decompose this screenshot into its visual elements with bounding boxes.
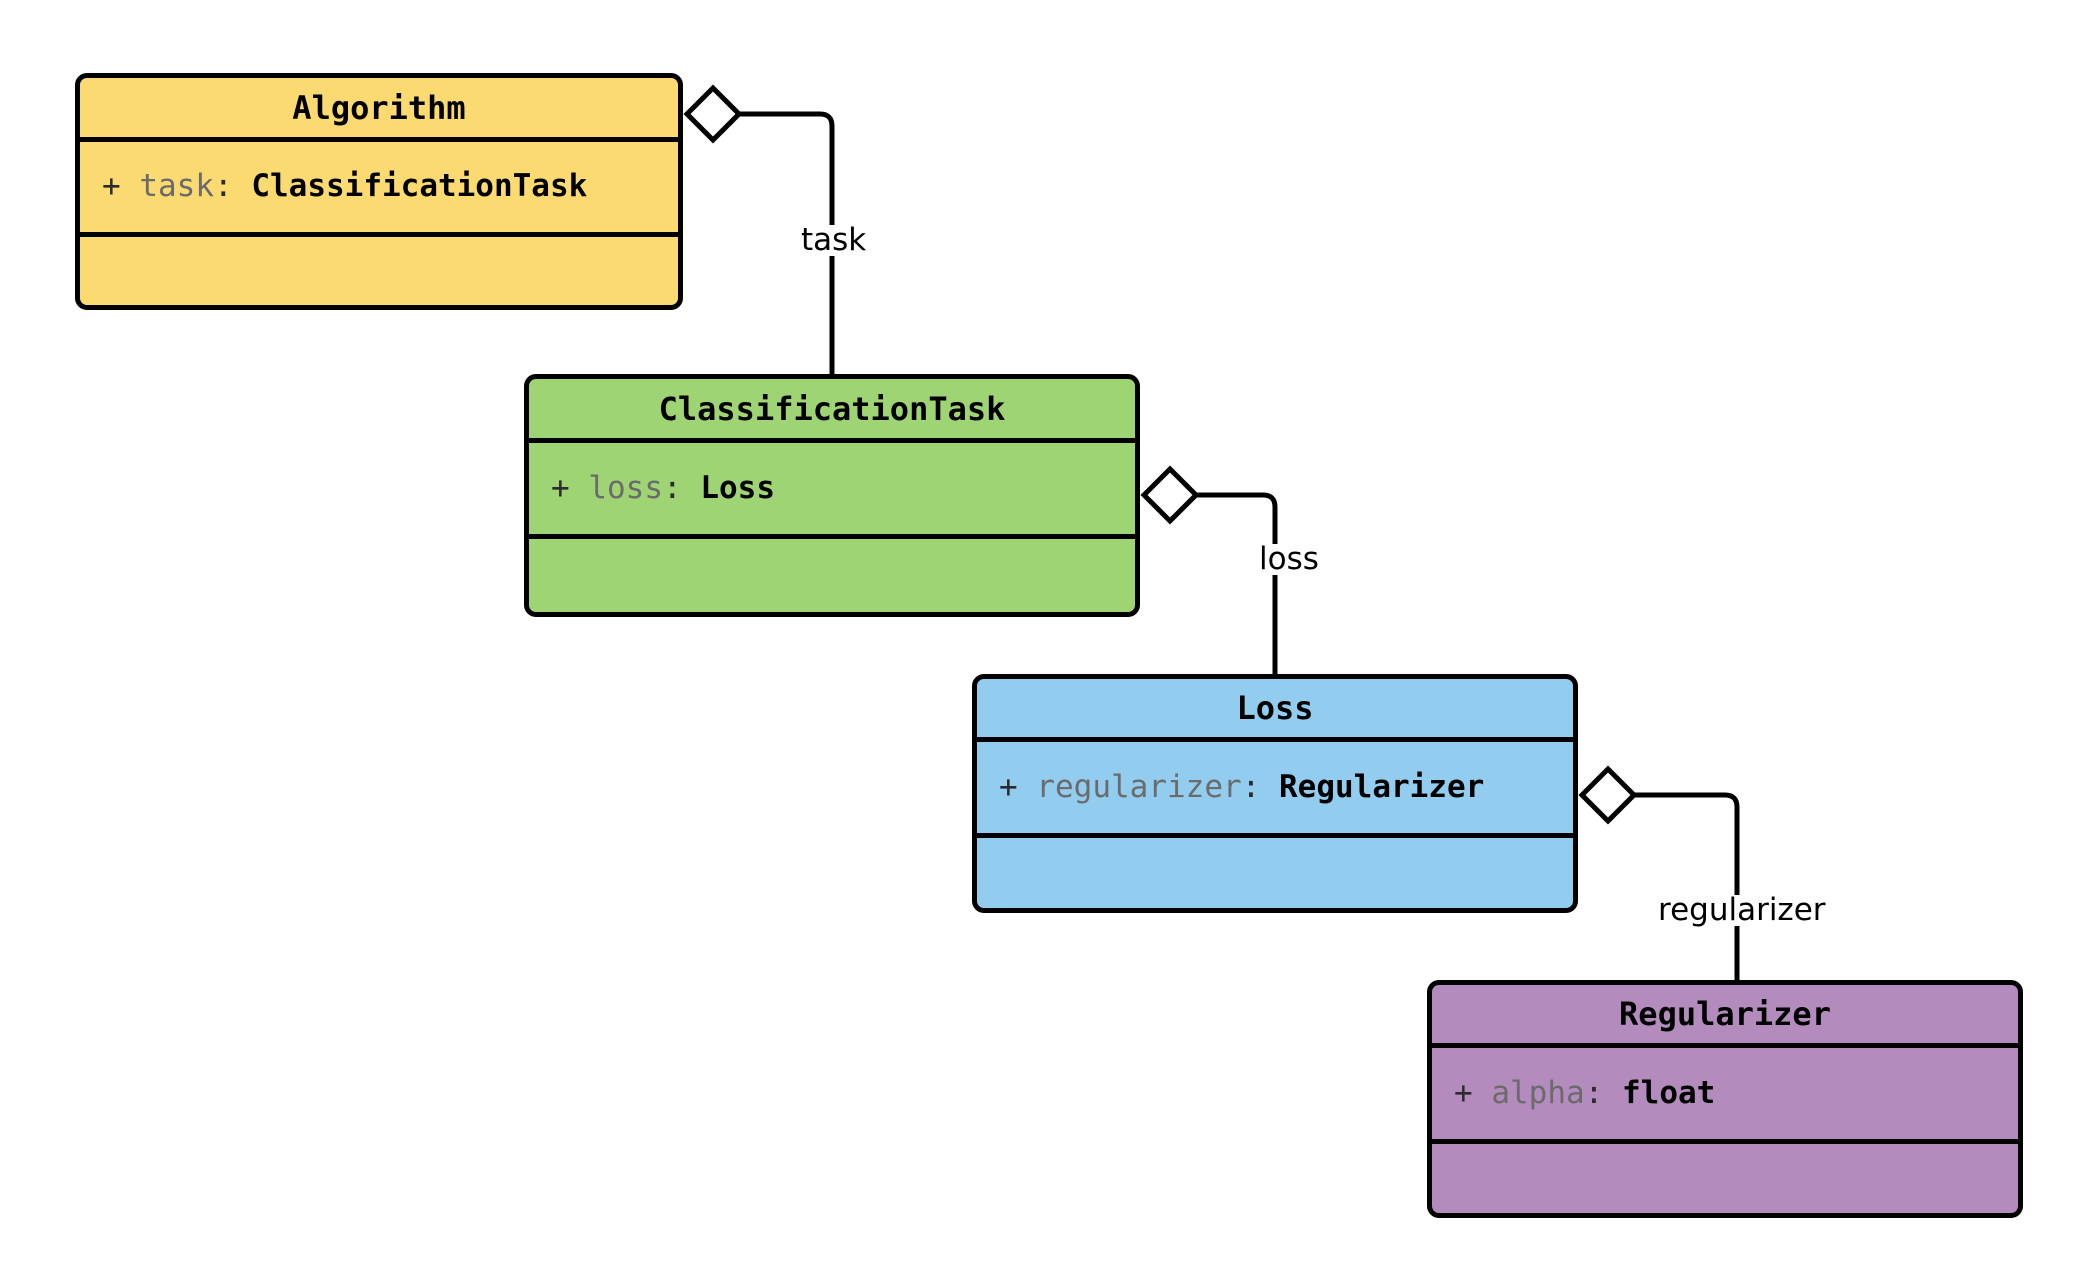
attribute-type: Regularizer (1279, 768, 1485, 805)
attribute-name: regularizer (1036, 768, 1242, 805)
class-box-regularizer[interactable]: Regularizer + alpha: float (1427, 980, 2023, 1218)
class-attributes-loss: + regularizer: Regularizer (977, 742, 1573, 838)
relationship-label-loss-regularizer: regularizer (1655, 895, 1829, 926)
class-attributes-classificationtask: + loss: Loss (529, 443, 1135, 539)
class-attributes-regularizer: + alpha: float (1432, 1048, 2018, 1144)
class-methods-algorithm (80, 237, 678, 305)
class-methods-regularizer (1432, 1144, 2018, 1213)
attribute-colon: : (1241, 768, 1261, 805)
class-box-algorithm[interactable]: Algorithm + task: ClassificationTask (75, 73, 683, 310)
attribute-type: ClassificationTask (251, 168, 588, 205)
relationship-label-algorithm-task: task (798, 225, 870, 256)
class-name-loss: Loss (977, 679, 1573, 742)
relationship-line-classificationtask-loss[interactable] (1196, 492, 1278, 674)
class-name-classificationtask: ClassificationTask (529, 379, 1135, 443)
class-methods-loss (977, 838, 1573, 908)
attribute-visibility: + (999, 768, 1018, 805)
attribute-type: float (1622, 1074, 1716, 1111)
relationship-label-classificationtask-loss: loss (1256, 544, 1322, 575)
class-methods-classificationtask (529, 539, 1135, 612)
attribute-row: + loss: Loss (551, 468, 1135, 510)
attribute-colon: : (1584, 1074, 1604, 1111)
attribute-visibility: + (551, 469, 570, 506)
attribute-type: Loss (700, 469, 775, 506)
class-name-algorithm: Algorithm (80, 78, 678, 142)
attribute-row: + task: ClassificationTask (102, 166, 678, 208)
attribute-name: alpha (1491, 1074, 1585, 1111)
aggregation-diamond-classificationtask-loss[interactable] (1140, 465, 1200, 525)
attribute-row: + regularizer: Regularizer (999, 767, 1573, 809)
attribute-visibility: + (102, 168, 121, 205)
relationship-line-algorithm-task[interactable] (739, 111, 835, 374)
class-attributes-algorithm: + task: ClassificationTask (80, 142, 678, 237)
attribute-name: loss (588, 469, 663, 506)
class-name-regularizer: Regularizer (1432, 985, 2018, 1048)
attribute-colon: : (214, 168, 233, 205)
attribute-name: task (139, 168, 214, 205)
aggregation-diamond-algorithm-task[interactable] (683, 84, 743, 144)
attribute-visibility: + (1454, 1074, 1473, 1111)
relationship-line-loss-regularizer[interactable] (1634, 792, 1740, 980)
class-box-loss[interactable]: Loss + regularizer: Regularizer (972, 674, 1578, 913)
class-box-classificationtask[interactable]: ClassificationTask + loss: Loss (524, 374, 1140, 617)
aggregation-diamond-loss-regularizer[interactable] (1578, 765, 1638, 825)
attribute-row: + alpha: float (1454, 1073, 2018, 1115)
attribute-colon: : (663, 469, 682, 506)
